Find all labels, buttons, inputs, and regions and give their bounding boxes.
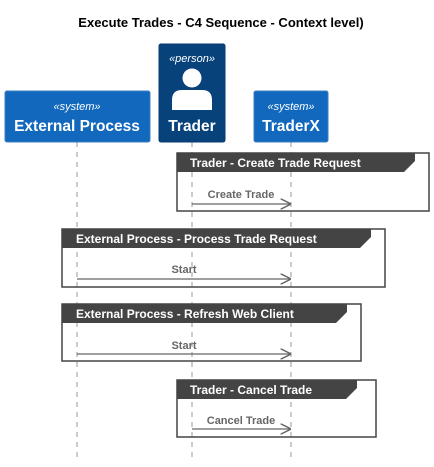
external-process-box [4, 90, 151, 143]
participant-external-process: «system» External Process [4, 90, 151, 143]
group-create-trade-request: Trader - Create Trade Request Create Tra… [176, 152, 430, 212]
group-refresh-web-client: External Process - Refresh Web Client St… [61, 303, 362, 362]
message-label: Create Trade [208, 189, 275, 201]
message-label: Start [171, 264, 196, 276]
diagram-title: Execute Trades - C4 Sequence - Context l… [78, 15, 363, 30]
group-header-tab [62, 229, 371, 248]
trader-stereotype: «person» [169, 53, 215, 65]
traderx-name: TraderX [262, 118, 320, 135]
group-header-tab [62, 304, 347, 323]
group-label: External Process - Refresh Web Client [76, 307, 294, 321]
group-label: External Process - Process Trade Request [76, 232, 317, 246]
external-process-name: External Process [14, 118, 140, 135]
external-process-stereotype: «system» [53, 101, 100, 113]
group-label: Trader - Create Trade Request [190, 156, 361, 170]
group-cancel-trade: Trader - Cancel Trade Cancel Trade [176, 379, 377, 438]
traderx-box [253, 90, 329, 143]
participant-traderx: «system» TraderX [253, 90, 329, 143]
group-header-tab [177, 153, 415, 172]
participant-trader: «person» Trader [158, 43, 226, 143]
group-label: Trader - Cancel Trade [190, 383, 312, 397]
group-header-tab [177, 380, 357, 399]
trader-name: Trader [168, 118, 215, 135]
group-process-trade-request: External Process - Process Trade Request… [61, 228, 386, 288]
person-icon [172, 68, 212, 110]
traderx-stereotype: «system» [267, 101, 314, 113]
message-label: Cancel Trade [207, 415, 275, 427]
message-label: Start [171, 340, 196, 352]
